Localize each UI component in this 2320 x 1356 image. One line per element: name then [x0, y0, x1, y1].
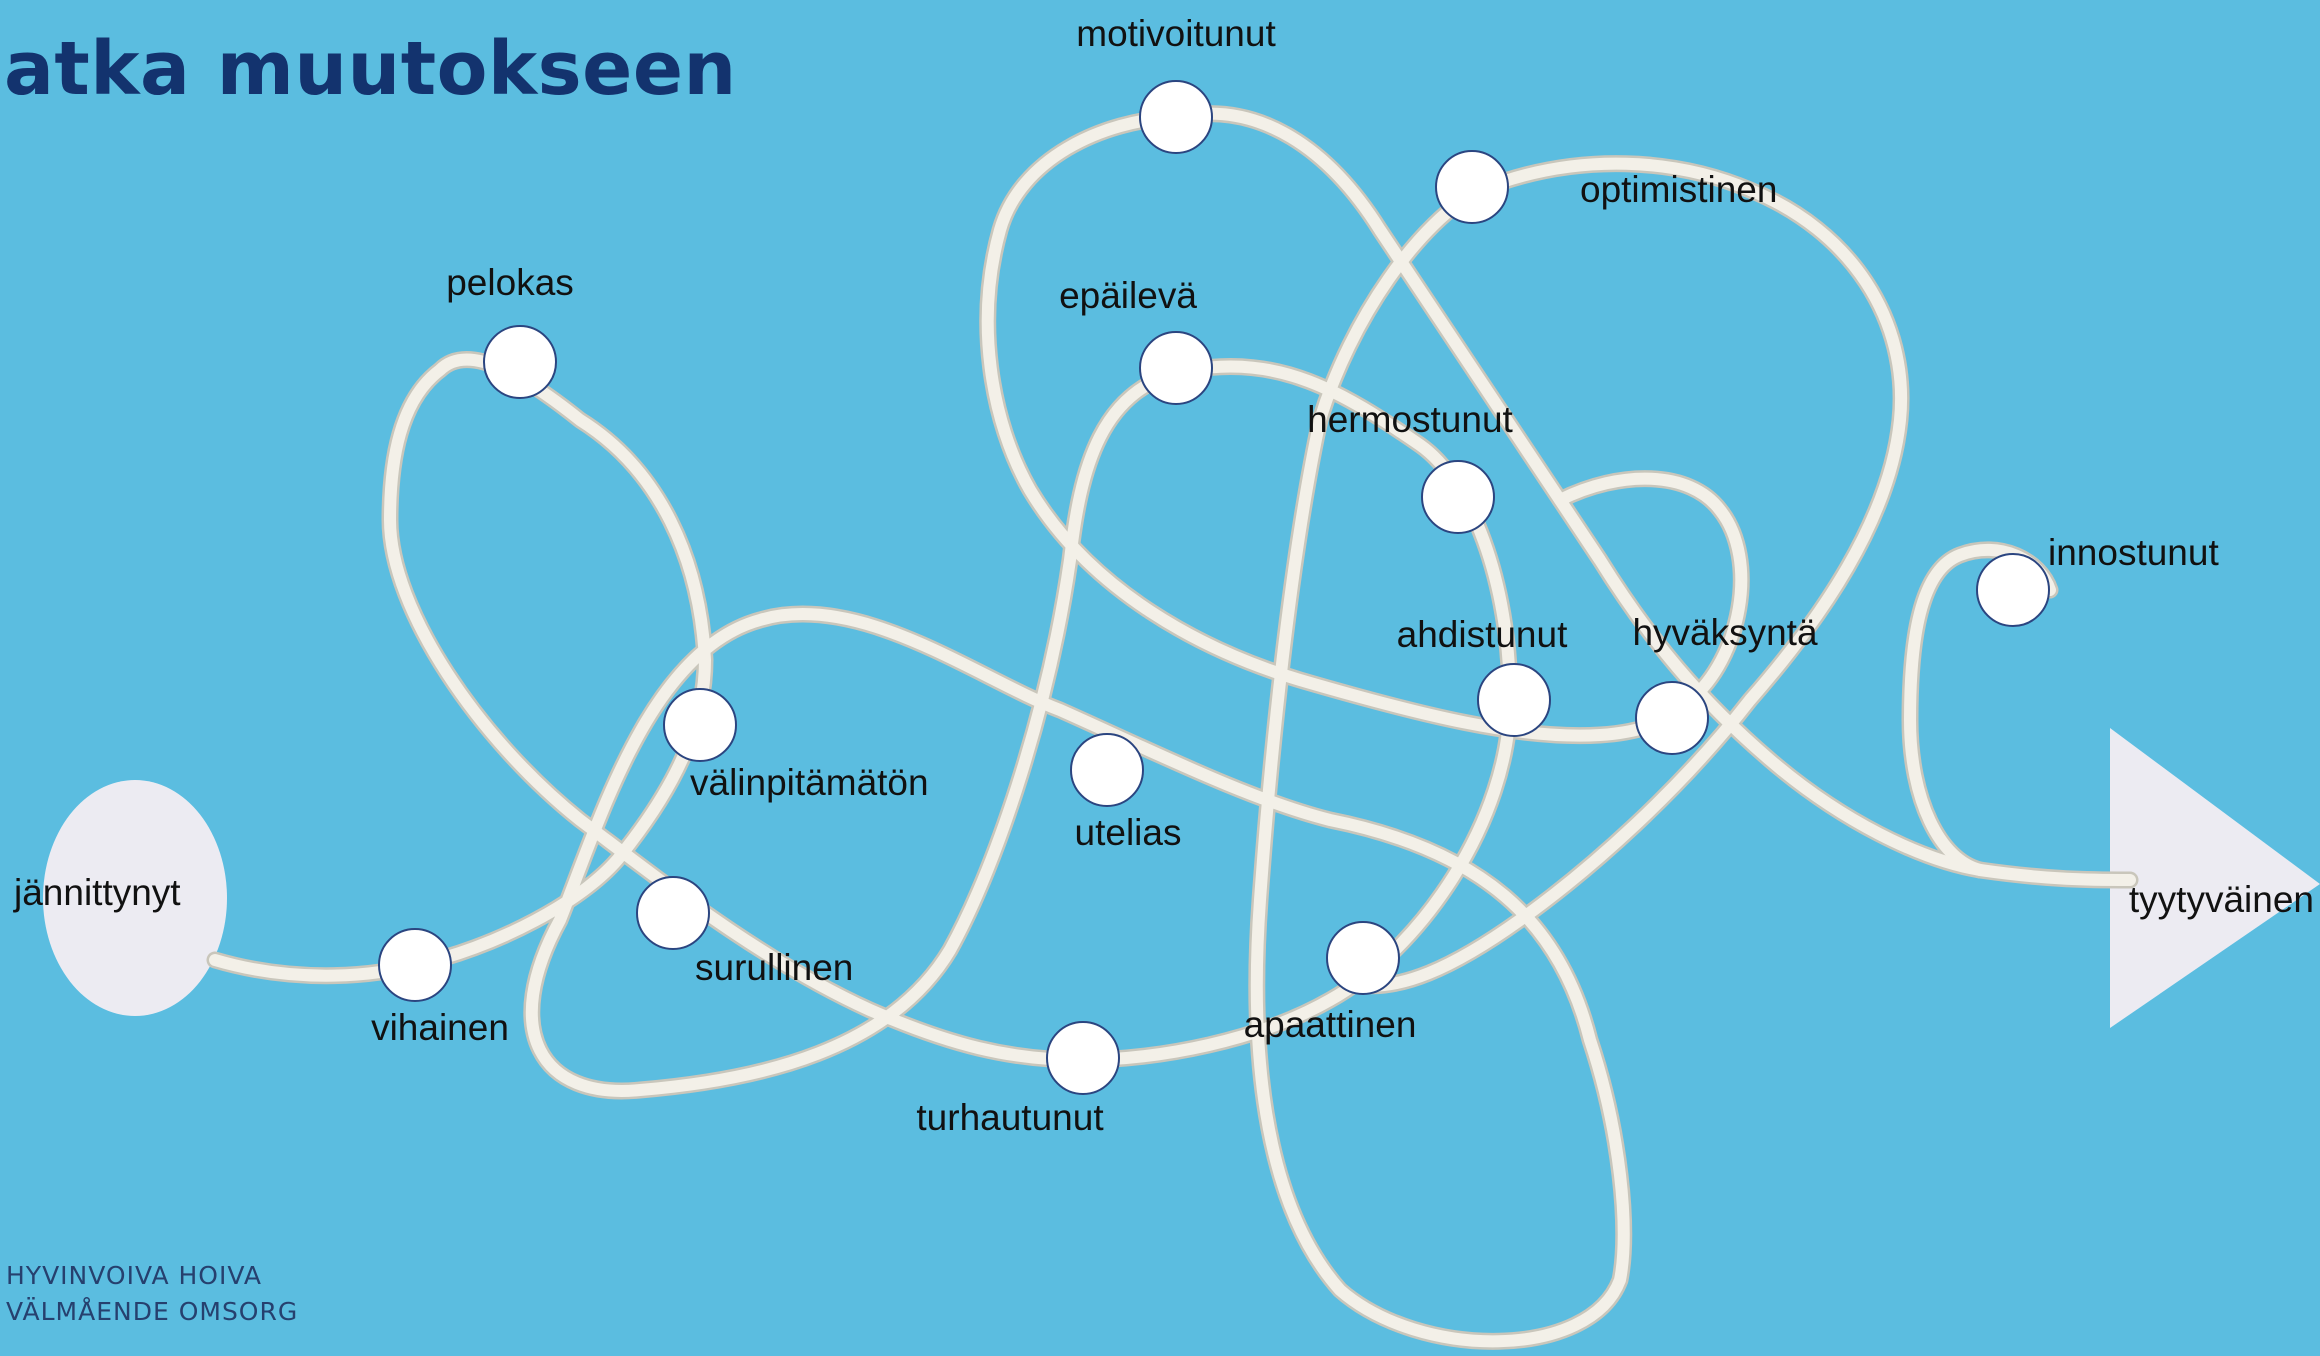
node-epaileva: [1140, 332, 1212, 404]
yarn-segment: [1560, 479, 1741, 700]
yarn-segment: [215, 164, 1901, 1342]
label-start: jännittynyt: [13, 872, 181, 913]
yarn-segment: [1178, 114, 2130, 880]
node-hyvaksynta: [1636, 682, 1708, 754]
node-turhautunut: [1047, 1022, 1119, 1094]
end-arrow: [2110, 728, 2320, 1028]
label-ahdistunut: ahdistunut: [1397, 614, 1568, 655]
label-turhautunut: turhautunut: [916, 1097, 1104, 1138]
label-epaileva: epäilevä: [1059, 275, 1197, 316]
footer-line-1: HYVINVOIVA HOIVA: [6, 1258, 298, 1294]
label-hermostunut: hermostunut: [1307, 399, 1513, 440]
footer-logo-text: HYVINVOIVA HOIVA VÄLMÅENDE OMSORG: [6, 1258, 298, 1330]
node-pelokas: [484, 326, 556, 398]
yarn-shadow: [1178, 114, 2130, 880]
footer-line-2: VÄLMÅENDE OMSORG: [6, 1294, 298, 1330]
label-vihainen: vihainen: [371, 1007, 509, 1048]
page-title: atka muutokseen: [4, 26, 737, 112]
yarn-shadow: [215, 164, 1901, 1342]
label-innostunut: innostunut: [2048, 532, 2219, 573]
label-end: tyytyväinen: [2129, 879, 2314, 920]
node-motivoitunut: [1140, 81, 1212, 153]
node-utelias: [1071, 734, 1143, 806]
label-apaattinen: apaattinen: [1244, 1004, 1417, 1045]
node-surullinen: [637, 877, 709, 949]
label-valinpitamaton: välinpitämätön: [690, 762, 929, 803]
label-optimistinen: optimistinen: [1580, 169, 1777, 210]
node-innostunut: [1977, 554, 2049, 626]
label-motivoitunut: motivoitunut: [1076, 13, 1276, 54]
node-valinpitamaton: [664, 689, 736, 761]
node-apaattinen: [1327, 922, 1399, 994]
node-hermostunut: [1422, 461, 1494, 533]
node-ahdistunut: [1478, 664, 1550, 736]
node-vihainen: [379, 929, 451, 1001]
label-hyvaksynta: hyväksyntä: [1632, 612, 1818, 653]
node-optimistinen: [1436, 151, 1508, 223]
label-surullinen: surullinen: [695, 947, 853, 988]
label-utelias: utelias: [1075, 812, 1182, 853]
label-pelokas: pelokas: [446, 262, 574, 303]
